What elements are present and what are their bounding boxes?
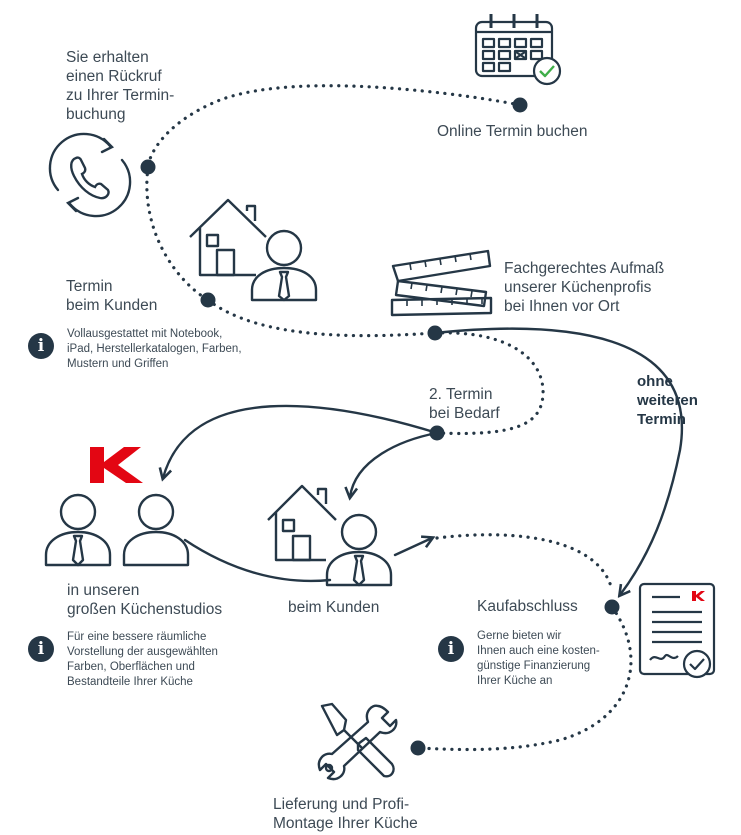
step-at-customer-label: beim Kunden xyxy=(288,599,380,616)
step-purchase-info: Gerne bieten wir Ihnen auch eine kosten-… xyxy=(477,630,600,687)
step-purchase-label: Kaufabschluss xyxy=(477,598,578,615)
phone-callback-icon xyxy=(48,132,132,218)
step-studio-label: in unseren großen Küchenstudios xyxy=(67,582,223,618)
dotted-process-path xyxy=(145,84,633,752)
persons-pair-icon xyxy=(44,493,190,567)
step-callback-label: Sie erhalten einen Rückruf zu Ihrer Term… xyxy=(66,49,175,123)
info-icon: i xyxy=(28,333,54,359)
step-studio-info: Für eine bessere räumliche Vorstellung d… xyxy=(67,631,218,688)
house-icon-2 xyxy=(267,484,337,562)
person-icon xyxy=(250,229,318,302)
info-icon-purchase: i xyxy=(438,636,464,662)
solid-connectors xyxy=(163,327,684,595)
info-icon-studio: i xyxy=(28,636,54,662)
step-visit-info: Vollausgestattet mit Notebook, iPad, Her… xyxy=(67,328,242,370)
tools-icon xyxy=(317,702,398,781)
no-further-appointment-label: ohne weiteren Termin xyxy=(637,373,698,428)
contract-icon xyxy=(638,582,716,679)
calendar-check-icon xyxy=(474,14,562,86)
step-online-booking-label: Online Termin buchen xyxy=(437,123,588,140)
person-icon-2 xyxy=(325,513,393,587)
contract-logo-icon xyxy=(692,591,705,601)
step-dots xyxy=(140,97,620,756)
step-delivery-label: Lieferung und Profi- Montage Ihrer Küche xyxy=(273,796,418,832)
house-icon xyxy=(189,198,267,277)
step-measure-label: Fachgerechtes Aufmaß unserer Küchenprofi… xyxy=(504,260,665,315)
folding-ruler-icon xyxy=(390,249,493,317)
k-logo-icon xyxy=(90,447,143,483)
step-visit-label: Termin beim Kunden xyxy=(66,278,158,314)
step-second-appointment-label: 2. Termin bei Bedarf xyxy=(429,386,500,422)
